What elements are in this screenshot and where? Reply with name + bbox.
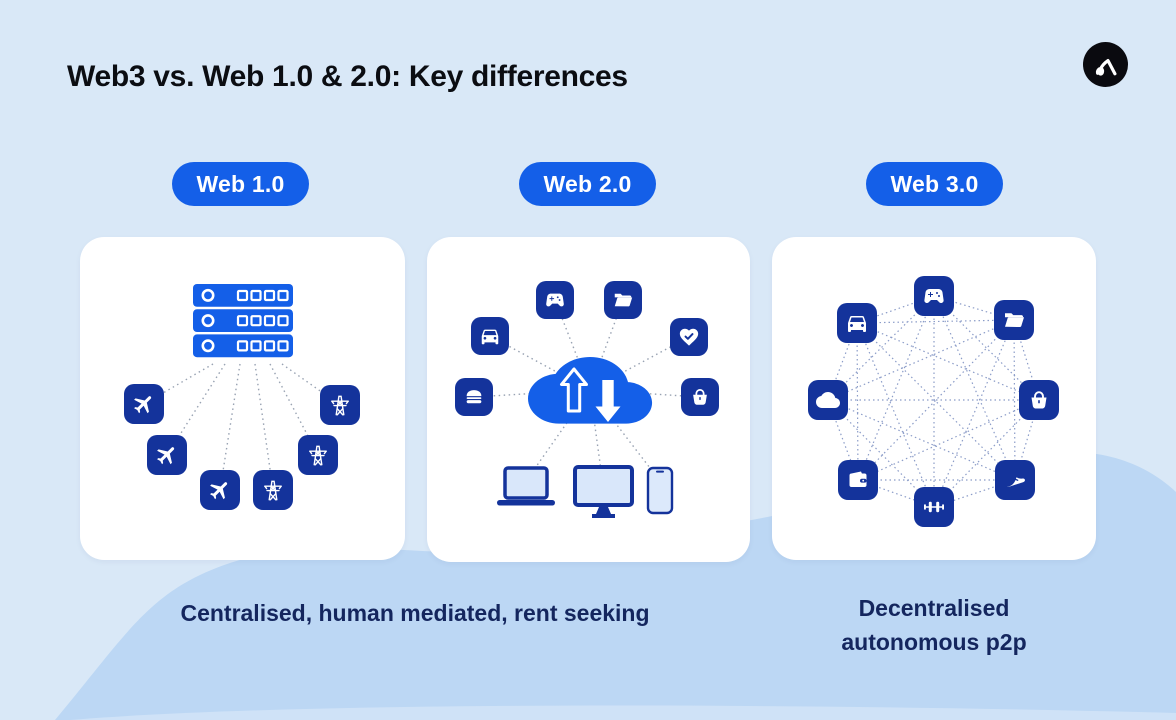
monitor-icon xyxy=(573,465,634,518)
card-web2 xyxy=(427,237,750,562)
brand-logo xyxy=(1083,42,1128,87)
cloud-sync-icon xyxy=(528,357,653,424)
card-web3 xyxy=(772,237,1096,560)
gamepad-icon xyxy=(914,276,954,316)
car-icon xyxy=(471,317,509,355)
transmission-tower-icon xyxy=(320,385,360,425)
caption-web1-web2-text: Centralised, human mediated, rent seekin… xyxy=(180,600,650,626)
transmission-tower-icon xyxy=(298,435,338,475)
badge-web3: Web 3.0 xyxy=(866,162,1003,206)
airplane-icon xyxy=(200,470,240,510)
sneaker-icon xyxy=(995,460,1035,500)
gamepad-icon xyxy=(536,281,574,319)
folder-icon xyxy=(994,300,1034,340)
badge-web3-label: Web 3.0 xyxy=(890,170,979,197)
web2-diagram xyxy=(455,281,719,518)
caption-web3-text: Decentralised autonomous p2p xyxy=(841,595,1027,655)
badge-web1: Web 1.0 xyxy=(172,162,309,206)
badge-web1-label: Web 1.0 xyxy=(196,170,285,197)
badge-web2: Web 2.0 xyxy=(519,162,656,206)
card-web1 xyxy=(80,237,405,560)
upload-arrow-icon xyxy=(560,367,588,413)
server-rack-icon xyxy=(193,284,293,358)
page-title: Web3 vs. Web 1.0 & 2.0: Key differences xyxy=(67,60,628,93)
cloud-icon xyxy=(808,380,848,420)
wallet-icon xyxy=(838,460,878,500)
caption-web3: Decentralised autonomous p2p xyxy=(773,591,1095,659)
laptop-icon xyxy=(497,466,555,506)
handbag-icon xyxy=(681,378,719,416)
p2p-mesh-lines xyxy=(827,295,1040,508)
car-icon xyxy=(837,303,877,343)
web1-diagram xyxy=(124,284,360,510)
smartphone-icon xyxy=(646,466,674,515)
transmission-tower-icon xyxy=(253,470,293,510)
folder-icon xyxy=(604,281,642,319)
airplane-icon xyxy=(124,384,164,424)
brand-mark-icon xyxy=(1095,58,1116,76)
handbag-icon xyxy=(1019,380,1059,420)
web3-diagram xyxy=(808,276,1059,527)
dumbbell-icon xyxy=(914,487,954,527)
burger-icon xyxy=(455,378,493,416)
caption-web1-web2: Centralised, human mediated, rent seekin… xyxy=(155,596,675,630)
download-arrow-icon xyxy=(595,380,621,422)
badge-web2-label: Web 2.0 xyxy=(543,170,632,197)
airplane-icon xyxy=(147,435,187,475)
heart-check-icon xyxy=(670,318,708,356)
